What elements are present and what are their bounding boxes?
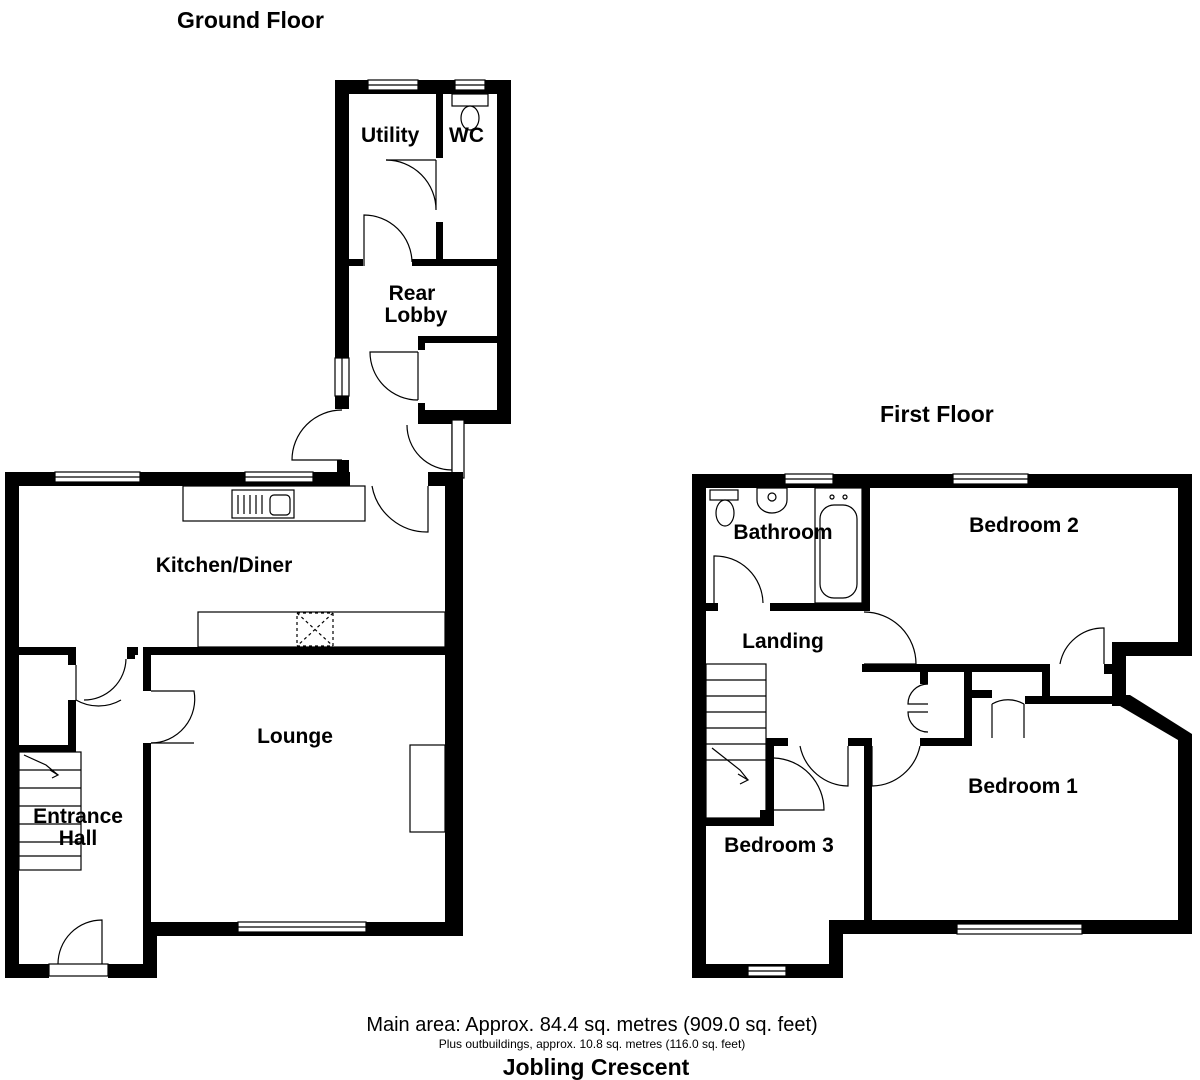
front-door-frame bbox=[48, 963, 109, 977]
lobby-side-door-swing bbox=[406, 420, 453, 471]
room-label-bathroom: Bathroom bbox=[733, 521, 832, 544]
utility-lobby-stub bbox=[349, 259, 363, 266]
bathroom-right-wall bbox=[862, 488, 870, 610]
fireplace-icon bbox=[409, 744, 446, 833]
bathroom-bottom-stub bbox=[706, 603, 718, 611]
kitchen-counter bbox=[197, 611, 446, 648]
outbuilding-bottom-wall bbox=[418, 410, 511, 424]
stair-partition bbox=[766, 738, 774, 818]
first-stairs bbox=[705, 663, 767, 819]
bedroom3-corner bbox=[760, 810, 774, 826]
bathroom-bottom-wall bbox=[770, 603, 870, 611]
sink-bowl-icon bbox=[269, 494, 291, 516]
first-floor-heading: First Floor bbox=[880, 401, 994, 427]
bedroom1-left-wall bbox=[864, 738, 872, 928]
property-name: Jobling Crescent bbox=[503, 1054, 690, 1080]
lobby-back-door-swing bbox=[291, 409, 343, 461]
airing-cupboard-double-door bbox=[907, 683, 929, 733]
partition-lounge bbox=[143, 647, 445, 655]
room-label-utility: Utility bbox=[361, 124, 420, 147]
room-label-wc: WC bbox=[449, 124, 484, 147]
first-floor-plan bbox=[692, 473, 1192, 978]
lobby-side-door-frame bbox=[451, 419, 465, 479]
kitchen-hall-door-swing bbox=[83, 658, 127, 701]
bedroom2-stub bbox=[1104, 664, 1112, 674]
hall-stub bbox=[127, 647, 135, 659]
bathroom-door-swing bbox=[713, 555, 764, 604]
bedroom2-bottom-wall bbox=[1042, 696, 1112, 704]
house-left-wall bbox=[5, 472, 19, 978]
kitchen-back-door-swing bbox=[371, 485, 429, 533]
bath-wc-cistern-icon bbox=[709, 489, 739, 501]
bath-wc-icon bbox=[715, 499, 735, 527]
outbuilding-left-wall-stub bbox=[335, 395, 349, 409]
stair-partition-top bbox=[766, 738, 788, 746]
room-label-bedroom-1: Bedroom 1 bbox=[968, 775, 1078, 798]
house-right-wall bbox=[445, 472, 463, 936]
wc-toilet-icon bbox=[460, 105, 480, 131]
front-door-swing bbox=[57, 919, 103, 965]
first-top-wall bbox=[692, 474, 1192, 488]
ground-stairs bbox=[18, 751, 82, 871]
outbuilding-right-wall bbox=[497, 80, 511, 424]
lounge-left-wall bbox=[143, 743, 151, 928]
room-label-landing: Landing bbox=[742, 630, 824, 653]
store-left-stub bbox=[418, 336, 425, 350]
bedroom1-wardrobe-door bbox=[991, 699, 1025, 738]
bedroom2-cupboard-door-swing bbox=[1059, 627, 1105, 665]
first-right-wall-top bbox=[1178, 474, 1192, 654]
cupboard-bottom-wall bbox=[19, 745, 76, 753]
utility-lobby-partition bbox=[412, 259, 497, 266]
cupboard-door-swing bbox=[75, 665, 122, 707]
lounge-door-swing bbox=[150, 690, 196, 744]
main-area-text: Main area: Approx. 84.4 sq. metres (909.… bbox=[366, 1014, 817, 1036]
room-label-lobby: Lobby bbox=[385, 304, 448, 327]
utility-door-swing bbox=[363, 214, 413, 266]
utility-wc-partition-lower bbox=[436, 222, 443, 266]
first-right-notch-side bbox=[1112, 642, 1126, 702]
bedroom2-cupboard-wall bbox=[1042, 664, 1050, 704]
room-label-kitchen-diner: Kitchen/Diner bbox=[156, 554, 293, 577]
bedroom1-door-swing bbox=[871, 745, 921, 787]
bedroom3-door-swing bbox=[773, 757, 825, 811]
bedroom1-cupboard-stub bbox=[972, 690, 992, 698]
landing-cupboard-door bbox=[799, 745, 849, 787]
room-label-bedroom-2: Bedroom 2 bbox=[969, 514, 1079, 537]
first-right-notch-top bbox=[1112, 642, 1192, 656]
room-label-entrance: Entrance bbox=[33, 805, 123, 828]
first-left-wall bbox=[692, 474, 706, 978]
room-label-hall: Hall bbox=[59, 827, 98, 850]
outbuildings-area-text: Plus outbuildings, approx. 10.8 sq. metr… bbox=[439, 1037, 746, 1051]
utility-wc-partition bbox=[436, 94, 443, 158]
store-door-swing bbox=[369, 351, 419, 401]
outbuilding-left-wall bbox=[335, 80, 349, 360]
airing-cupboard-stub bbox=[920, 672, 928, 684]
store-left-stub-lower bbox=[418, 403, 425, 417]
bedroom2-door-swing bbox=[863, 611, 917, 665]
first-right-wall-bottom bbox=[1178, 734, 1192, 934]
airing-cupboard-bottom bbox=[920, 738, 972, 746]
room-label-bedroom-3: Bedroom 3 bbox=[724, 834, 834, 857]
cupboard-wall-stub bbox=[68, 647, 76, 665]
room-label-rear: Rear bbox=[389, 282, 436, 305]
cupboard-right-wall bbox=[68, 700, 76, 752]
ground-floor-heading: Ground Floor bbox=[177, 7, 324, 33]
wc-cistern-icon bbox=[451, 93, 489, 107]
bedroom3-top-wall bbox=[706, 818, 766, 826]
wc-door-swing bbox=[385, 159, 437, 211]
ground-floor-plan bbox=[5, 79, 511, 978]
store-top-wall bbox=[418, 336, 497, 343]
front-wall-left bbox=[5, 964, 49, 978]
cupboard-divider bbox=[964, 664, 972, 746]
landing-bedroom-partition bbox=[862, 664, 1050, 672]
bedroom3-step-wall bbox=[829, 920, 843, 978]
partition-left bbox=[19, 647, 75, 655]
hob-icon bbox=[296, 612, 334, 647]
room-label-lounge: Lounge bbox=[257, 725, 333, 748]
landing-corner-stub bbox=[848, 738, 868, 746]
bedroom1-cupboard-stub2 bbox=[1025, 696, 1045, 704]
lounge-left-wall-top bbox=[143, 647, 151, 691]
first-angled-wall bbox=[1112, 695, 1192, 748]
